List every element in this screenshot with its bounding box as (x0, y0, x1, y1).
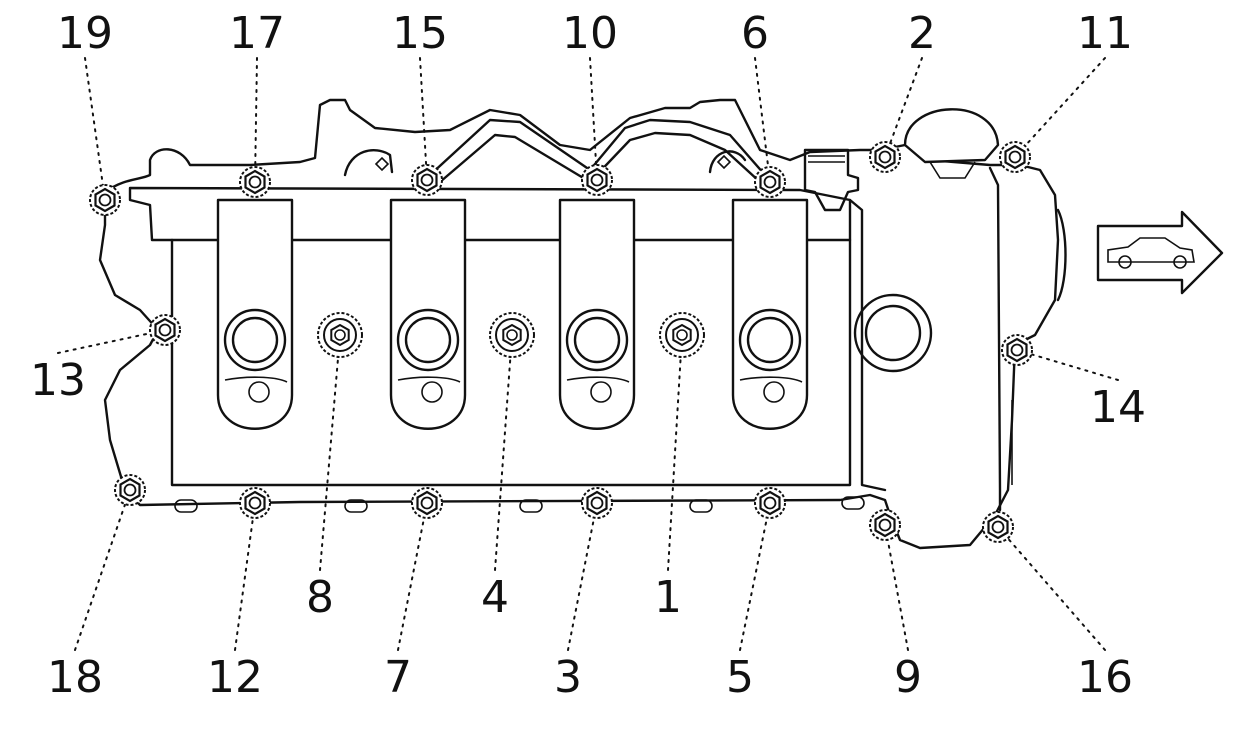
bolt-5 (754, 487, 786, 519)
bolt-15 (411, 164, 443, 196)
bolt-label-16: 16 (1077, 652, 1133, 703)
bolt-label-11: 11 (1077, 8, 1133, 59)
bolt-label-9: 9 (894, 652, 922, 703)
pipe-lower (438, 131, 762, 184)
right-rib (1056, 208, 1067, 302)
bolt-label-15: 15 (392, 8, 448, 59)
bolt-label-4: 4 (481, 572, 509, 623)
bracket-diamond-left (374, 156, 390, 172)
bolt-label-8: 8 (306, 572, 334, 623)
leader-line-6 (754, 57, 771, 183)
bolt-4 (489, 312, 535, 358)
bolt-label-14: 14 (1090, 382, 1146, 433)
bolt-label-18: 18 (47, 652, 103, 703)
gasket-flange (98, 98, 1060, 550)
bolt-label-5: 5 (726, 652, 754, 703)
bolt-12 (239, 487, 271, 519)
main-body (170, 238, 852, 487)
bolt-labels: 19 17 15 10 6 2 11 13 14 18 12 7 3 5 9 16 8 4 1 (30, 8, 1146, 703)
bolt-label-1: 1 (654, 572, 682, 623)
bracket-diamond-right (716, 154, 732, 170)
bolt-1 (659, 312, 705, 358)
top-bracket-right (708, 150, 747, 174)
oil-filler-cap-base (929, 161, 976, 179)
bolt-6 (754, 166, 786, 198)
bolt-label-10: 10 (562, 8, 618, 59)
coil-well (731, 198, 809, 430)
cover-body (98, 98, 1067, 550)
leader-line-11 (1014, 57, 1106, 158)
leader-line-5 (739, 502, 771, 651)
bolt-3 (581, 487, 613, 519)
bolt-7 (411, 487, 443, 519)
bolt-label-13: 13 (30, 355, 86, 406)
leader-line-10 (589, 57, 598, 181)
bolt-label-12: 12 (207, 652, 263, 703)
coil-wells (216, 198, 809, 430)
bolt-10 (581, 164, 613, 196)
pipe-upper (428, 118, 767, 177)
leader-line-1 (667, 334, 683, 571)
leader-lines (57, 57, 1119, 651)
breather-plug-outer (853, 293, 933, 373)
bolt-label-3: 3 (554, 652, 582, 703)
connector-block (803, 148, 860, 212)
leader-line-19 (84, 57, 106, 201)
bolt-18 (114, 474, 146, 506)
bolt-11 (999, 141, 1031, 173)
leader-line-4 (494, 334, 513, 571)
leader-line-12 (234, 502, 256, 651)
leader-line-3 (567, 502, 598, 651)
bolt-label-6: 6 (741, 8, 769, 59)
bolt-13 (149, 314, 181, 346)
coil-well (558, 198, 636, 430)
leader-line-2 (884, 57, 923, 158)
leader-line-16 (997, 526, 1106, 651)
coil-well (216, 198, 294, 430)
leader-line-17 (254, 57, 258, 183)
right-compartment (848, 166, 1002, 512)
bolt-8 (317, 312, 363, 358)
bolt-2 (869, 141, 901, 173)
leader-line-14 (1016, 349, 1119, 381)
bolt-17 (239, 166, 271, 198)
bolt-label-19: 19 (57, 8, 113, 59)
bolt-label-7: 7 (384, 652, 412, 703)
bolts (89, 141, 1033, 543)
breather-plug-inner (864, 304, 922, 362)
bolt-16 (982, 511, 1014, 543)
leader-line-18 (74, 489, 131, 651)
bolt-19 (89, 184, 121, 216)
bolt-9 (869, 509, 901, 541)
bolt-14 (1001, 334, 1033, 366)
top-bracket-left (343, 148, 394, 177)
leader-line-8 (319, 334, 341, 571)
bolt-label-17: 17 (229, 8, 285, 59)
car-arrow-icon (1096, 210, 1224, 295)
bolt-label-2: 2 (908, 8, 936, 59)
leader-line-9 (884, 524, 909, 651)
connector-lines (808, 155, 845, 163)
leader-line-7 (397, 502, 428, 651)
coil-well (389, 198, 467, 430)
bottom-tabs (174, 496, 865, 513)
leader-line-15 (419, 57, 428, 181)
oil-filler-cap (903, 108, 1000, 164)
leader-line-13 (57, 329, 166, 354)
